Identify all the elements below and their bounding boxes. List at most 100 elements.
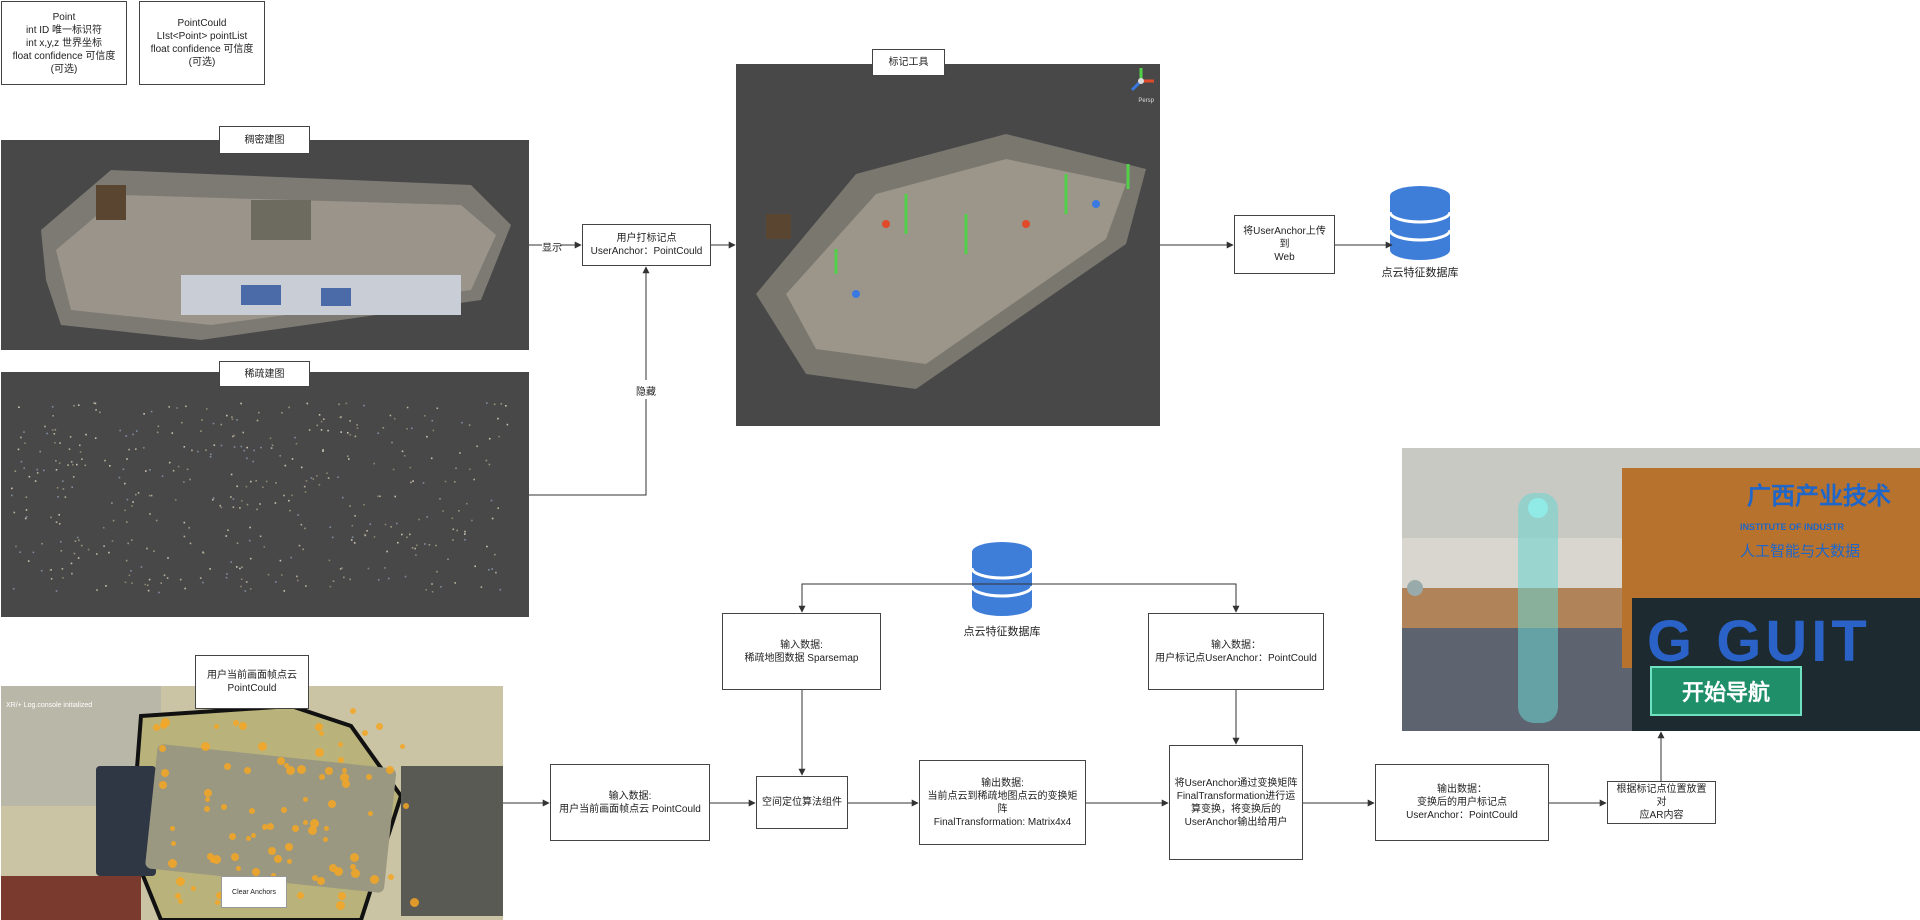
feature-point — [386, 766, 394, 774]
sparse-point — [55, 460, 57, 462]
log-text: XR/+ Log.console initialized — [6, 702, 93, 709]
sparse-point — [340, 416, 342, 418]
left-arrow-icon[interactable] — [1407, 580, 1423, 596]
sparse-point — [79, 451, 82, 453]
sparse-point — [341, 567, 343, 569]
sparse-point — [391, 441, 393, 444]
sparse-point — [17, 448, 20, 451]
gizmo-label: Persp — [1138, 98, 1154, 104]
sparse-point — [316, 475, 318, 477]
sparse-point — [103, 545, 105, 547]
output-anchor-line-1: 变换后的用户标记点 — [1417, 797, 1507, 808]
marker-point-cloud — [756, 134, 1146, 389]
sparse-point — [416, 544, 418, 547]
sparse-point — [464, 539, 466, 541]
feature-point — [171, 841, 176, 846]
point-def-line-1: int ID 唯一标识符 — [25, 24, 103, 36]
sparse-point — [95, 409, 97, 411]
sparse-point — [39, 450, 41, 453]
sparse-point — [153, 550, 155, 552]
feature-point — [323, 837, 328, 842]
sparse-point — [295, 442, 298, 445]
orientation-gizmo-icon[interactable] — [1126, 66, 1156, 96]
start-navigation-button[interactable]: 开始导航 — [1650, 666, 1802, 716]
sparse-point — [20, 436, 22, 439]
feature-point — [212, 855, 221, 864]
sparse-point — [494, 553, 496, 556]
sparse-point — [349, 505, 351, 507]
sparse-point — [486, 545, 488, 548]
sparse-point — [104, 459, 106, 462]
feature-point — [319, 774, 325, 780]
sparse-point — [40, 569, 43, 572]
sparse-point — [64, 496, 67, 498]
sparse-point — [468, 424, 471, 426]
sparse-point — [128, 448, 130, 451]
sparse-point — [291, 494, 293, 497]
sparse-point — [498, 435, 500, 438]
sparse-point — [289, 509, 291, 512]
sparse-point — [256, 508, 258, 511]
clear-anchors-button[interactable]: Clear Anchors — [221, 876, 287, 908]
sparse-point — [240, 578, 243, 580]
sparse-point — [351, 524, 354, 527]
feature-point — [207, 853, 214, 860]
database-bottom-icon — [970, 542, 1034, 616]
edge-label-show: 显示 — [542, 239, 562, 254]
feature-point — [340, 773, 349, 782]
dense-map-title-text: 稠密建图 — [244, 134, 285, 146]
sparse-point — [219, 504, 221, 507]
feature-point — [315, 723, 323, 731]
anchor-point-3 — [852, 290, 860, 298]
sparse-point — [149, 469, 151, 471]
sparse-point — [56, 487, 59, 489]
sparse-point — [363, 503, 365, 506]
pc-def-line-3: (可选) — [188, 57, 216, 68]
sparse-point — [206, 408, 208, 410]
sparse-point — [76, 536, 79, 539]
pc-def-line-1: LIst<Point> pointList — [156, 31, 248, 42]
sparse-point — [259, 535, 262, 538]
sparse-point — [126, 458, 128, 460]
sparse-point — [60, 541, 62, 543]
input-anchor-line-0: 输入数据： — [1211, 639, 1261, 651]
input-current-line-1: 用户当前画面帧点云 PointCould — [559, 803, 701, 815]
sparse-point — [11, 487, 13, 490]
feature-point — [303, 797, 308, 802]
sparse-point — [329, 526, 332, 528]
sparse-point — [377, 579, 380, 581]
sparse-point — [73, 552, 76, 555]
sparse-point — [284, 464, 287, 467]
sparse-point — [24, 517, 27, 520]
sparse-point-cloud — [11, 402, 509, 594]
sparse-point — [212, 422, 215, 425]
feature-point — [328, 800, 336, 808]
sparse-point — [96, 553, 98, 555]
sparse-point — [51, 429, 54, 431]
sparse-point — [54, 428, 57, 431]
sparse-point — [364, 534, 367, 537]
sparse-point — [424, 415, 426, 417]
sparse-point — [328, 559, 331, 562]
sparse-point — [267, 573, 270, 576]
sparse-point — [157, 425, 160, 428]
sparse-point — [382, 427, 385, 429]
sparse-point — [23, 467, 25, 469]
sparse-point — [389, 414, 392, 417]
feature-point — [252, 868, 260, 876]
sparse-point — [87, 548, 90, 551]
sparse-point — [305, 585, 307, 587]
sparse-point — [212, 498, 214, 501]
current-frame-label: 用户当前画面帧点云 PointCould — [195, 655, 309, 709]
sparse-point — [340, 431, 342, 433]
sparse-point — [127, 542, 129, 545]
feature-point — [216, 892, 223, 899]
sparse-point — [431, 583, 433, 585]
sparse-point — [245, 581, 248, 583]
sparse-point — [118, 476, 121, 479]
sparse-point — [252, 460, 254, 463]
anchor-point-2 — [1022, 220, 1030, 228]
sparse-point — [199, 577, 202, 579]
point-def-line-0: Point — [52, 11, 76, 23]
dense-cloud-desk — [251, 200, 311, 240]
